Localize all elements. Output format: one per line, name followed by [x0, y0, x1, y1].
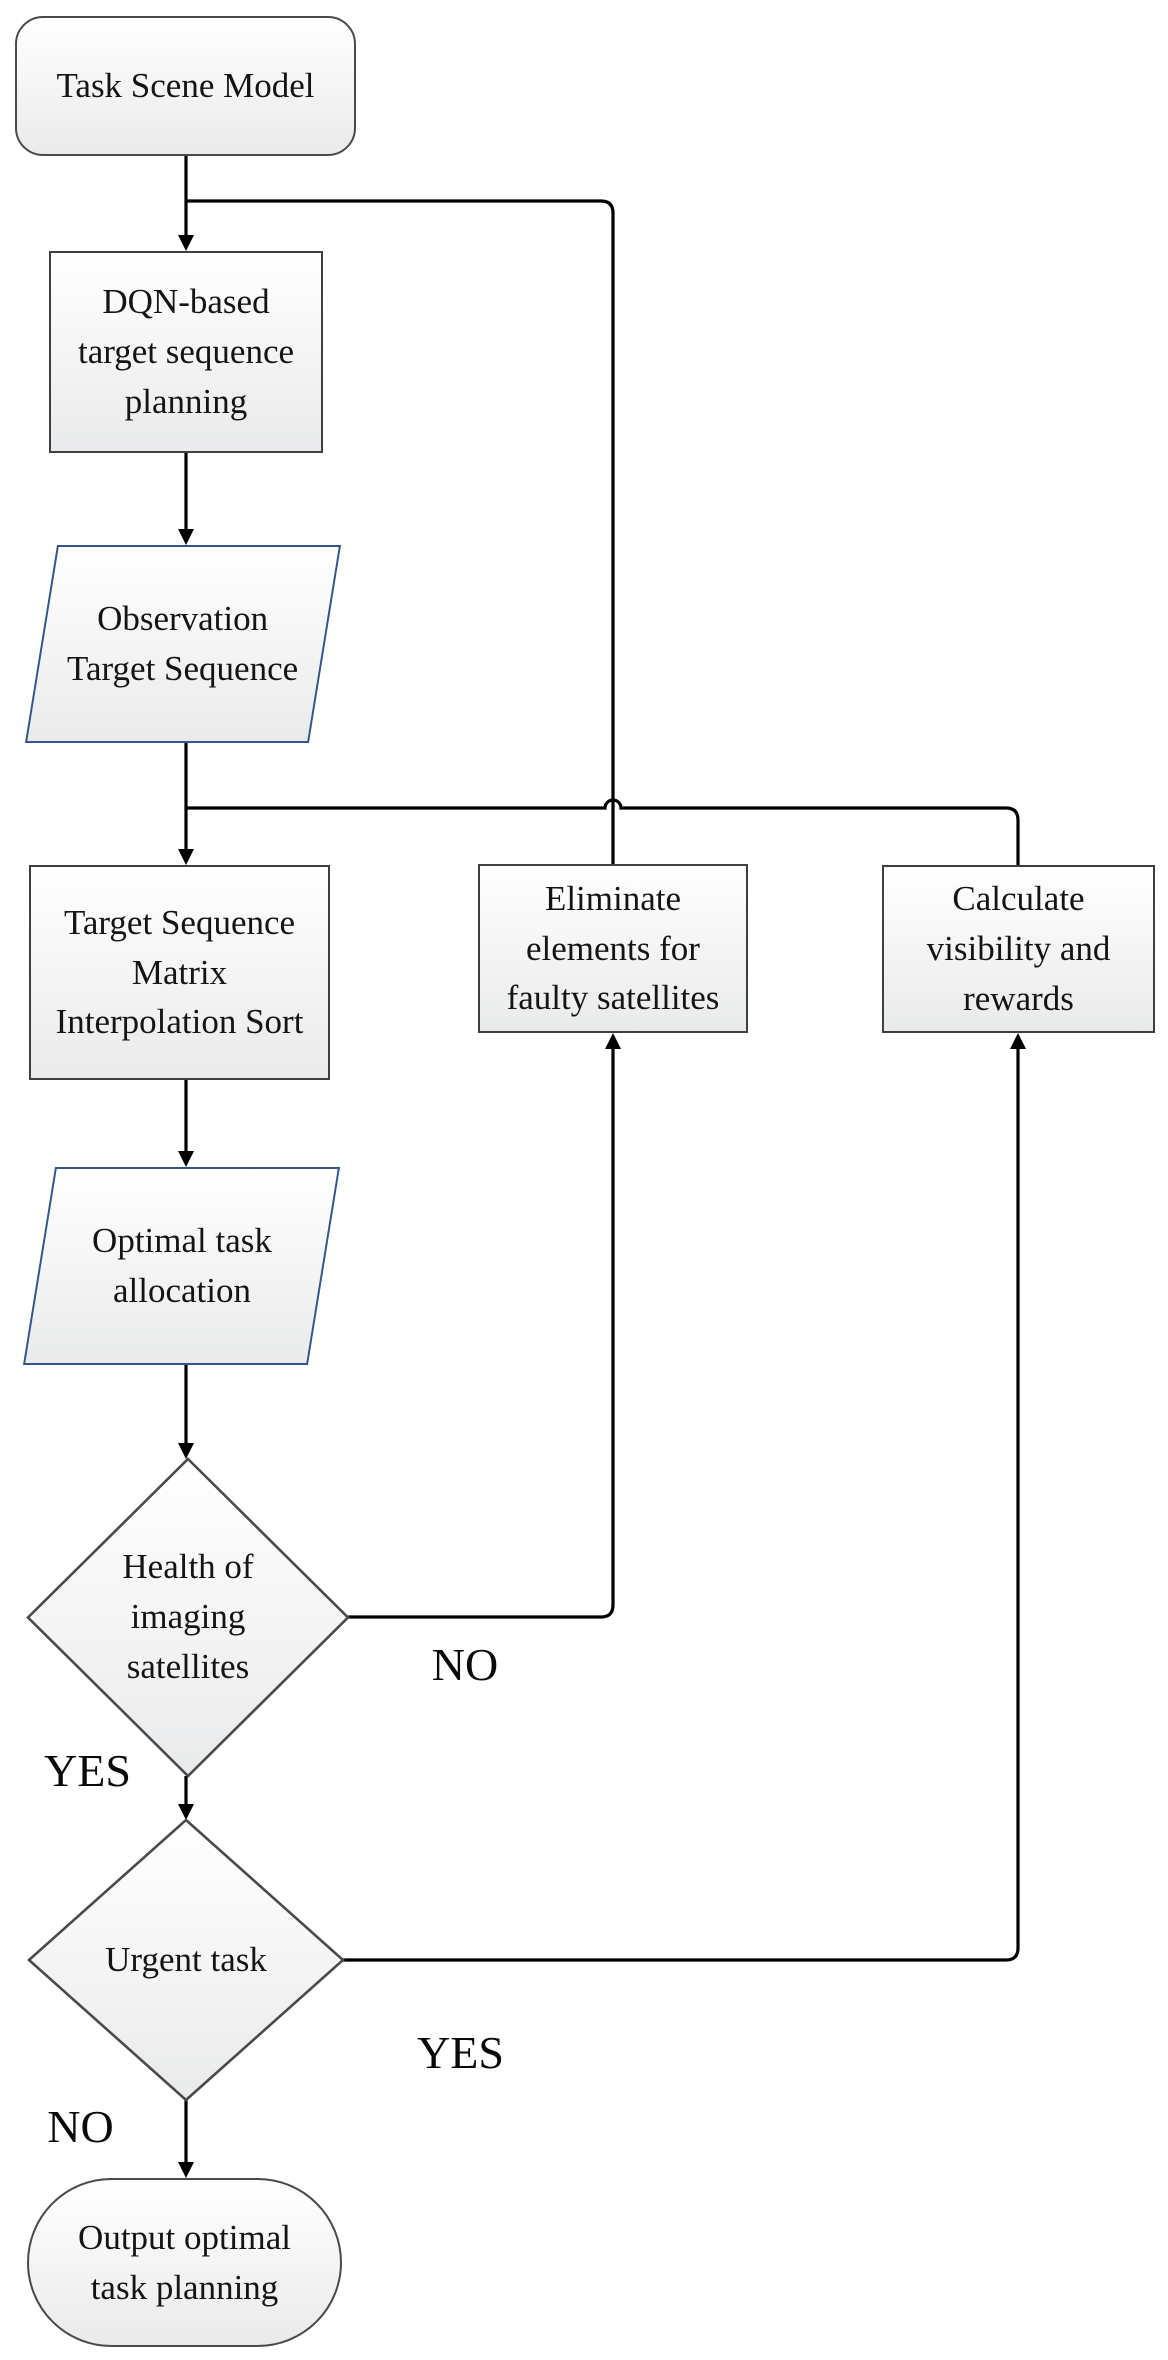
node-target-matrix-sort-label: Target Sequence Matrix Interpolation Sor… [55, 902, 304, 1042]
node-health-decision-label: Health of imaging satellites [122, 1547, 254, 1686]
arrowhead-output-input [178, 2162, 194, 2178]
node-task-scene-model: Task Scene Model [15, 16, 356, 156]
node-dqn-planning: DQN-based target sequence planning [49, 251, 323, 453]
node-eliminate-elements: Eliminate elements for faulty satellites [478, 864, 748, 1033]
node-output-planning: Output optimal task planning [27, 2178, 342, 2347]
edge-health-no-to-eliminate [348, 1049, 615, 1619]
node-health-decision: Health of imaging satellites [86, 1524, 290, 1710]
node-calculate-visibility-label: Calculate visibility and rewards [926, 879, 1111, 1018]
node-optimal-allocation-label: Optimal task allocation [91, 1221, 272, 1310]
edge-urgent-yes-to-calculate [343, 1049, 1020, 1962]
arrowhead-eliminate-input [605, 1033, 621, 1049]
edge-label-health-yes: YES [44, 1745, 131, 1796]
node-eliminate-elements-label: Eliminate elements for faulty satellites [506, 878, 720, 1018]
edge-calculate-return-branch [186, 798, 1020, 865]
node-urgent-decision: Urgent task [66, 1932, 306, 1988]
arrowhead-urgent-input [178, 1804, 194, 1820]
arrowhead-health-input [178, 1443, 194, 1459]
arrowhead-optimal-input [178, 1151, 194, 1167]
node-dqn-planning-label: DQN-based target sequence planning [77, 282, 295, 421]
node-optimal-allocation: Optimal task allocation [22, 1167, 341, 1365]
node-output-planning-label: Output optimal task planning [78, 2217, 291, 2307]
health-decision-diamond-shape [26, 1457, 350, 1778]
urgent-decision-diamond-shape [27, 1818, 345, 2102]
edge-label-health-no: NO [431, 1639, 499, 1690]
node-observation-sequence: Observation Target Sequence [24, 545, 342, 743]
arrowhead-dqn-input [178, 235, 194, 251]
edge-label-urgent-no: NO [47, 2101, 114, 2152]
arrowhead-observation-input [178, 529, 194, 545]
node-calculate-visibility: Calculate visibility and rewards [882, 865, 1155, 1033]
edge-eliminate-to-dqn-feedback [186, 199, 615, 864]
node-observation-sequence-label: Observation Target Sequence [67, 599, 299, 688]
arrowhead-matrix-input [178, 849, 194, 865]
node-target-matrix-sort: Target Sequence Matrix Interpolation Sor… [29, 865, 330, 1080]
node-task-scene-model-label: Task Scene Model [56, 66, 315, 106]
node-urgent-decision-label: Urgent task [105, 1940, 267, 1980]
arrowhead-calculate-input [1010, 1033, 1026, 1049]
edge-label-urgent-yes: YES [417, 2027, 504, 2078]
